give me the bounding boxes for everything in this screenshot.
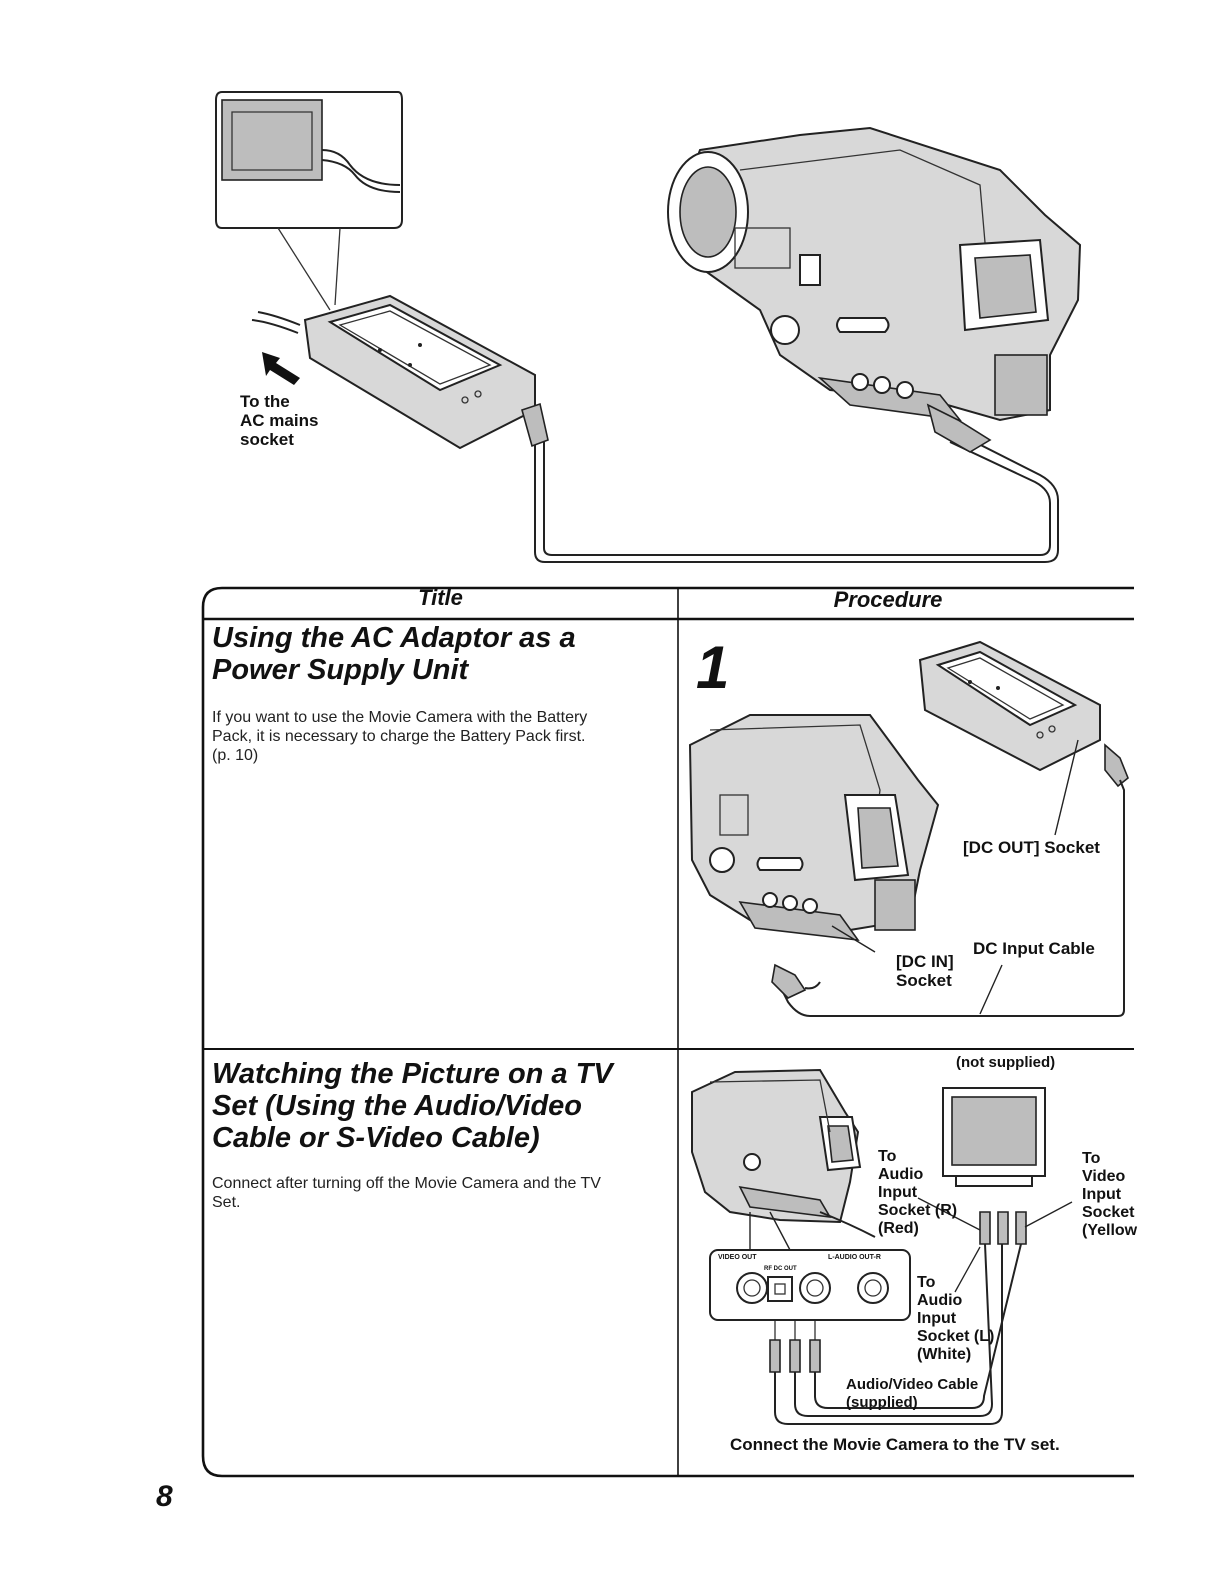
step-number: 1 [696,634,730,701]
label-line: Socket (L) [917,1328,995,1345]
panel-rf-dc-out-label: RF DC OUT [764,1266,797,1272]
label-line: To [917,1274,936,1291]
section-tv-connection: Watching the Picture on a TV Set (Using … [212,1058,672,1212]
section-body: Connect after turning off the Movie Came… [212,1174,672,1212]
section-title-line: Watching the Picture on a TV [212,1058,613,1090]
section-title-line: Cable or S-Video Cable) [212,1122,540,1154]
section-body-line: Set. [212,1194,241,1211]
section-title-line: Set (Using the Audio/Video [212,1090,583,1122]
audio-left-input-label: To Audio Input Socket (L) (White) [917,1274,994,1364]
label-line: Audio [878,1166,924,1183]
section-body-line: If you want to use the Movie Camera with… [212,709,588,726]
page-number: 8 [156,1480,173,1513]
dc-out-socket-label: [DC OUT] Socket [963,838,1100,857]
section-body-line: (p. 10) [212,747,259,764]
ac-mains-label-line: AC mains [240,411,319,430]
column-header-procedure: Procedure [833,587,943,612]
section-body: If you want to use the Movie Camera with… [212,708,672,765]
section-title: Using the AC Adaptor as a Power Supply U… [212,622,672,686]
label-line: Video [1082,1168,1126,1185]
top-illustration: To the AC mains socket [0,0,1224,580]
dc-in-socket-label: [DC IN] Socket [896,952,954,990]
ac-adaptor-connection-drawing [215,91,1082,563]
label-line: To [1082,1150,1101,1167]
dc-in-socket-label-line: [DC IN] [896,952,954,971]
dc-input-cable-label: DC Input Cable [973,939,1095,958]
section-ac-adaptor: Using the AC Adaptor as a Power Supply U… [212,622,672,765]
ac-mains-label: To the AC mains socket [240,392,318,449]
label-line: To [878,1148,897,1165]
dc-in-socket-label-line: Socket [896,971,952,990]
tv-connection-drawing [691,1068,1073,1425]
label-line: Input [878,1184,918,1201]
av-cable-label: Audio/Video Cable (supplied) [846,1376,978,1412]
label-line: Audio [917,1292,963,1309]
label-line: (White) [917,1346,972,1363]
panel-video-out-label: VIDEO OUT [718,1254,757,1261]
section-title-line: Using the AC Adaptor as a [212,622,576,654]
dc-connection-drawing [688,640,1129,1017]
label-line: Socket [1082,1204,1135,1221]
label-line: (Red) [878,1220,919,1237]
section-body-line: Pack, it is necessary to charge the Batt… [212,728,586,745]
section-body-line: Connect after turning off the Movie Came… [212,1175,601,1192]
ac-mains-label-line: To the [240,392,290,411]
tv-connection-caption: Connect the Movie Camera to the TV set. [730,1435,1060,1454]
label-line: (Yellow [1082,1222,1138,1239]
audio-right-input-label: To Audio Input Socket (R) (Red) [878,1148,957,1238]
not-supplied-label: (not supplied) [956,1054,1056,1071]
column-header-title: Title [418,585,463,610]
label-line: Audio/Video Cable [846,1376,979,1393]
label-line: (supplied) [846,1394,918,1411]
label-line: Input [917,1310,957,1327]
ac-mains-label-line: socket [240,430,294,449]
section-title: Watching the Picture on a TV Set (Using … [212,1058,672,1154]
section-title-line: Power Supply Unit [212,654,469,686]
video-input-label: To Video Input Socket (Yellow [1082,1150,1142,1240]
panel-audio-out-label: L-AUDIO OUT-R [828,1254,881,1261]
label-line: Input [1082,1186,1122,1203]
label-line: Socket (R) [878,1202,958,1219]
